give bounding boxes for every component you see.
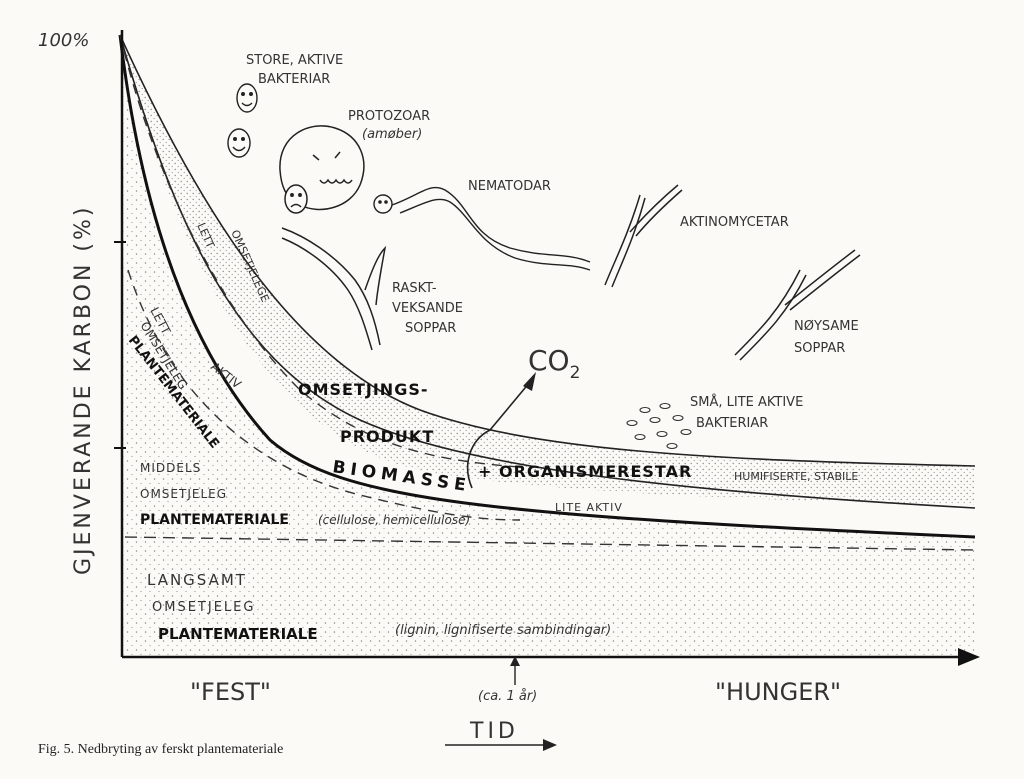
zone-humifiserte: HUMIFISERTE, STABILE <box>734 470 858 483</box>
label-protozoa-2: (amøber) <box>362 127 422 142</box>
label-fast-fungi-2: VEKSANDE <box>392 301 463 316</box>
label-fast-fungi-3: SOPPAR <box>405 321 456 336</box>
time-marker-label: (ca. 1 år) <box>478 689 537 704</box>
time-marker-arrowhead <box>510 656 520 666</box>
label-bacteria-small-1: SMÅ, LITE AKTIVE <box>690 394 803 410</box>
bacteria-active-icon <box>227 83 258 158</box>
label-nematodes: NEMATODAR <box>468 179 551 194</box>
label-bacteria-small-2: BAKTERIAR <box>696 416 768 431</box>
zone-omsetjings-2: PRODUKT <box>340 427 434 446</box>
x-label-fest: "FEST" <box>190 678 271 706</box>
nematode-icon <box>373 186 591 271</box>
label-bacteria-active-1: STORE, AKTIVE <box>246 53 343 68</box>
co2-arrow-curve <box>466 381 531 489</box>
protozoa-icon <box>279 125 365 214</box>
zone-langsamt-plant: PLANTEMATERIALE <box>158 625 318 643</box>
zone-langsamt-2: OMSETJELEG <box>152 600 255 615</box>
x-axis-title: TID <box>469 719 519 744</box>
fast-fungi-icon <box>281 227 387 351</box>
zone-middels-plant: PLANTEMATERIALE <box>140 512 289 528</box>
zone-middels-1: MIDDELS <box>140 461 201 475</box>
lower-stipple-region <box>122 40 975 655</box>
curve-dashed-middle <box>119 34 521 468</box>
label-fast-fungi-1: RASKT- <box>392 281 437 296</box>
co2-label: CO2 <box>528 344 580 383</box>
zone-langsamt-1: LANGSAMT <box>147 571 247 589</box>
label-bacteria-active-2: BAKTERIAR <box>258 72 330 87</box>
label-slow-fungi-2: SOPPAR <box>794 341 845 356</box>
zone-middels-note: (cellulose, hemicellulose) <box>318 513 470 527</box>
zone-omsetjings-1: OMSETJINGS- <box>298 380 428 399</box>
curve-thin-outer <box>119 34 976 467</box>
zone-middels-2: OMSETJELEG <box>140 487 227 501</box>
label-slow-fungi-1: NØYSAME <box>794 319 859 334</box>
dashed-baseline <box>124 536 976 551</box>
time-arrow-head <box>543 739 557 751</box>
y-axis-title: GJENVERANDE KARBON (%) <box>71 205 96 576</box>
co2-sub: 2 <box>570 363 581 383</box>
x-axis-arrowhead <box>958 648 980 666</box>
x-label-hunger: "HUNGER" <box>715 678 841 706</box>
co2-arrowhead <box>523 372 536 391</box>
curve-bold-biomass <box>118 34 976 539</box>
label-actinomycetes: AKTINOMYCETAR <box>680 215 789 230</box>
slow-fungi-icon <box>734 249 861 361</box>
figure-caption: Fig. 5. Nedbryting av ferskt plantemater… <box>38 742 283 757</box>
zone-organismerestar: + ORGANISMERESTAR <box>478 462 692 481</box>
zone-lite-aktiv: LITE AKTIV <box>555 501 623 514</box>
co2-main: CO <box>528 344 570 377</box>
zone-langsamt-note: (lignin, lignifiserte sambindingar) <box>395 623 611 638</box>
y-axis-top-label: 100% <box>38 30 89 51</box>
upper-stipple-band <box>122 40 975 505</box>
bacteria-small-icon <box>626 402 692 450</box>
actinomycetes-icon <box>604 184 683 288</box>
label-protozoa-1: PROTOZOAR <box>348 109 430 124</box>
